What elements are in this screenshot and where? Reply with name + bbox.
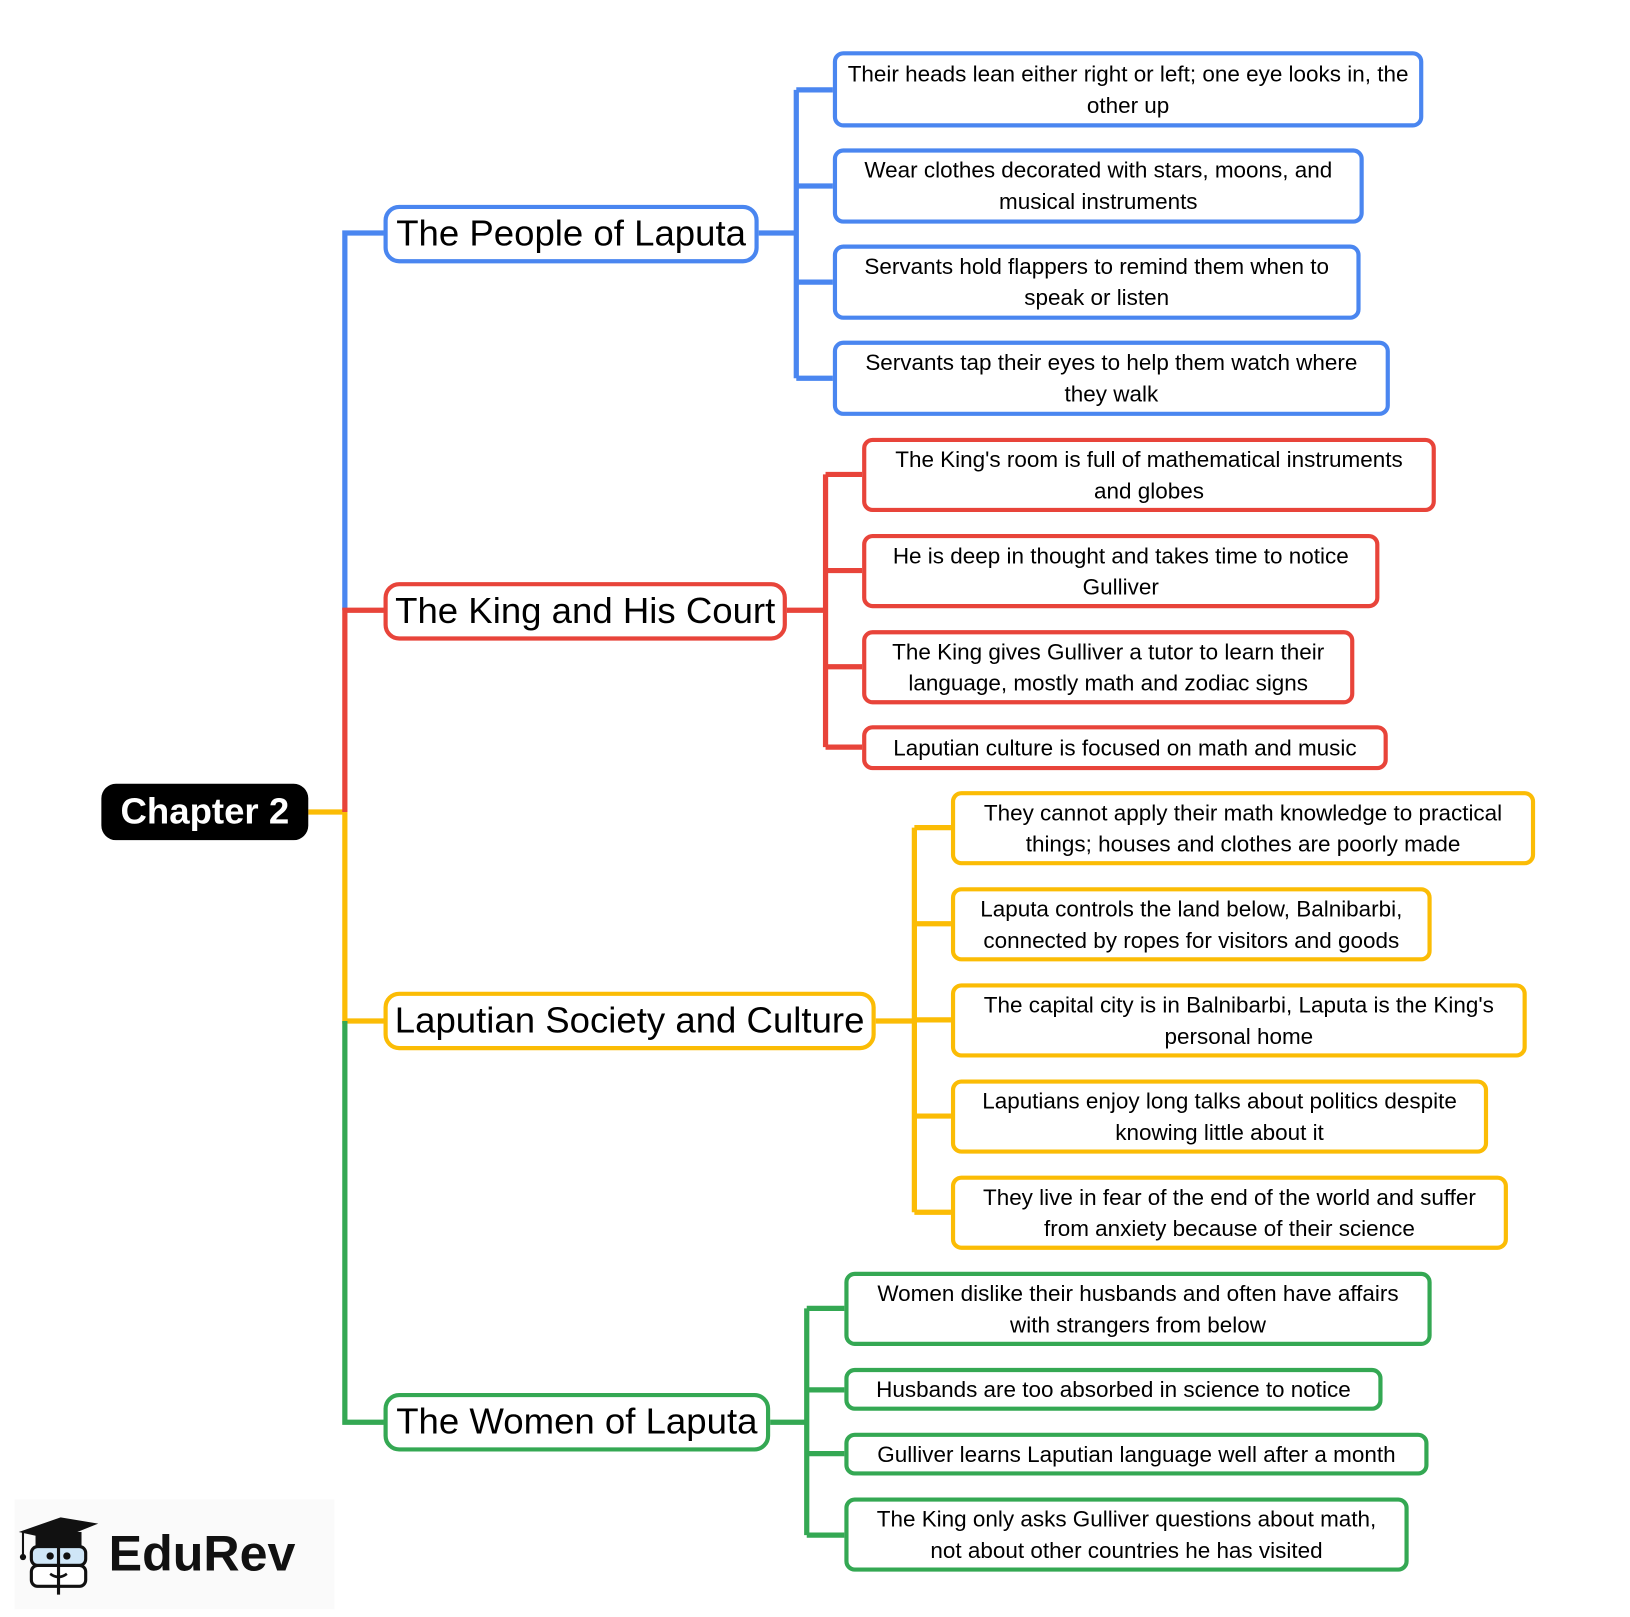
leaf-node: Servants tap their eyes to help them wat… [832,340,1390,416]
leaf-node: Laputian culture is focused on math and … [862,725,1388,771]
root-node: Chapter 2 [101,783,309,841]
leaf-node: The King's room is full of mathematical … [862,437,1436,513]
leaf-node: He is deep in thought and takes time to … [862,533,1380,609]
edurev-logo: EduRev [14,1499,335,1610]
leaf-node: The King gives Gulliver a tutor to learn… [862,630,1355,705]
leaf-node: They cannot apply their math knowledge t… [950,791,1536,866]
trunk-blue [342,230,384,611]
leaf-node: Laputa controls the land below, Balnibar… [950,887,1432,962]
branch-society-and-culture: Laputian Society and Culture [383,991,876,1051]
branch-people-of-laputa: The People of Laputa [383,204,759,264]
leaf-node: They live in fear of the end of the worl… [950,1175,1508,1250]
king-connectors [786,471,863,750]
society-connectors [875,825,951,1215]
trunk-red [342,607,384,812]
branch-women-of-laputa: The Women of Laputa [383,1392,771,1452]
leaf-node: The capital city is in Balnibarbi, Laput… [950,983,1527,1058]
women-connectors [770,1305,845,1538]
leaf-node: Women dislike their husbands and often h… [844,1271,1432,1346]
leaf-node: Gulliver learns Laputian language well a… [844,1432,1429,1476]
logo-text: EduRev [108,1526,296,1583]
leaf-node: Servants hold flappers to remind them wh… [832,244,1361,320]
branch-king-and-court: The King and His Court [383,582,787,641]
graduation-mascot-icon [18,1516,99,1595]
leaf-node: Laputians enjoy long talks about politic… [950,1079,1489,1154]
leaf-node: Their heads lean either right or left; o… [832,51,1424,128]
leaf-node: Husbands are too absorbed in science to … [844,1367,1383,1411]
leaf-node: The King only asks Gulliver questions ab… [844,1497,1409,1572]
trunk-green [342,1020,384,1425]
leaf-node: Wear clothes decorated with stars, moons… [832,148,1364,224]
trunk-yellow [342,811,384,1024]
people-connectors [758,87,833,381]
